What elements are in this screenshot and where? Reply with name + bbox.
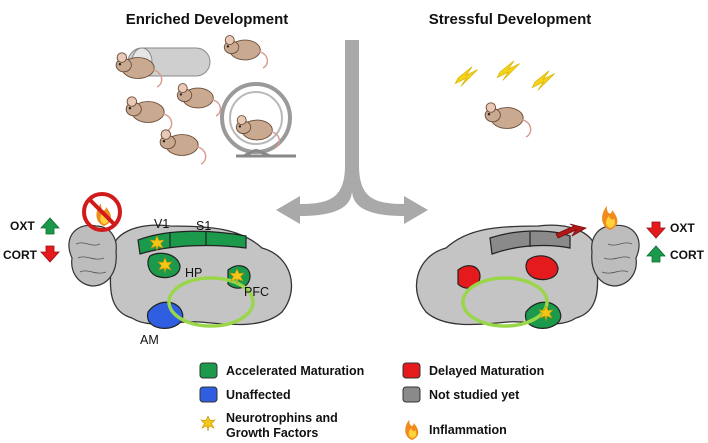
legend-swatch-not-studied [402,386,421,403]
header-enriched: Enriched Development [126,11,289,28]
header-stressful: Stressful Development [429,11,592,28]
legend-neuro-line2: Growth Factors [226,426,318,440]
left-brain [68,224,293,329]
label-pfc: PFC [244,285,269,299]
legend: Accelerated Maturation Delayed Maturatio… [199,362,544,440]
region-cortex-left [137,230,247,255]
label-v1: V1 [154,217,169,231]
region-amygdala-left [146,301,184,329]
legend-not-studied: Not studied yet [429,388,520,402]
mice-with-toys-icon [115,34,296,165]
inflammation-arrow-icon [555,223,588,239]
circuit-right [461,276,549,328]
right-oxt-label: OXT [670,221,695,235]
arrow-down-icon [40,245,60,263]
legend-fire-icon [405,419,419,440]
arrow-down-icon-right [646,221,666,239]
left-cort-label: CORT [3,248,38,262]
label-am: AM [140,333,159,347]
legend-swatch-unaffected [199,386,218,403]
label-s1: S1 [196,219,211,233]
legend-star-icon [200,415,216,432]
legend-swatch-delayed [402,362,421,379]
region-pfc-right [457,265,481,289]
legend-unaffected: Unaffected [226,388,291,402]
arrow-up-icon-right [646,245,666,263]
legend-swatch-accelerated [199,362,218,379]
legend-accelerated: Accelerated Maturation [226,364,364,378]
right-brain [415,224,640,329]
split-arrow-icon [276,40,428,224]
left-oxt-label: OXT [10,219,35,233]
label-hp: HP [185,266,202,280]
stressed-mouse-lightning-icon [454,60,555,138]
region-hippocampus-right [525,255,559,281]
arrow-up-icon [40,217,60,235]
circuit-left [167,276,255,328]
no-fire-icon [82,192,122,232]
legend-neuro-line1: Neurotrophins and [226,411,338,425]
legend-inflammation: Inflammation [429,423,507,437]
fire-icon [602,206,618,230]
right-cort-label: CORT [670,248,705,262]
legend-delayed: Delayed Maturation [429,364,544,378]
